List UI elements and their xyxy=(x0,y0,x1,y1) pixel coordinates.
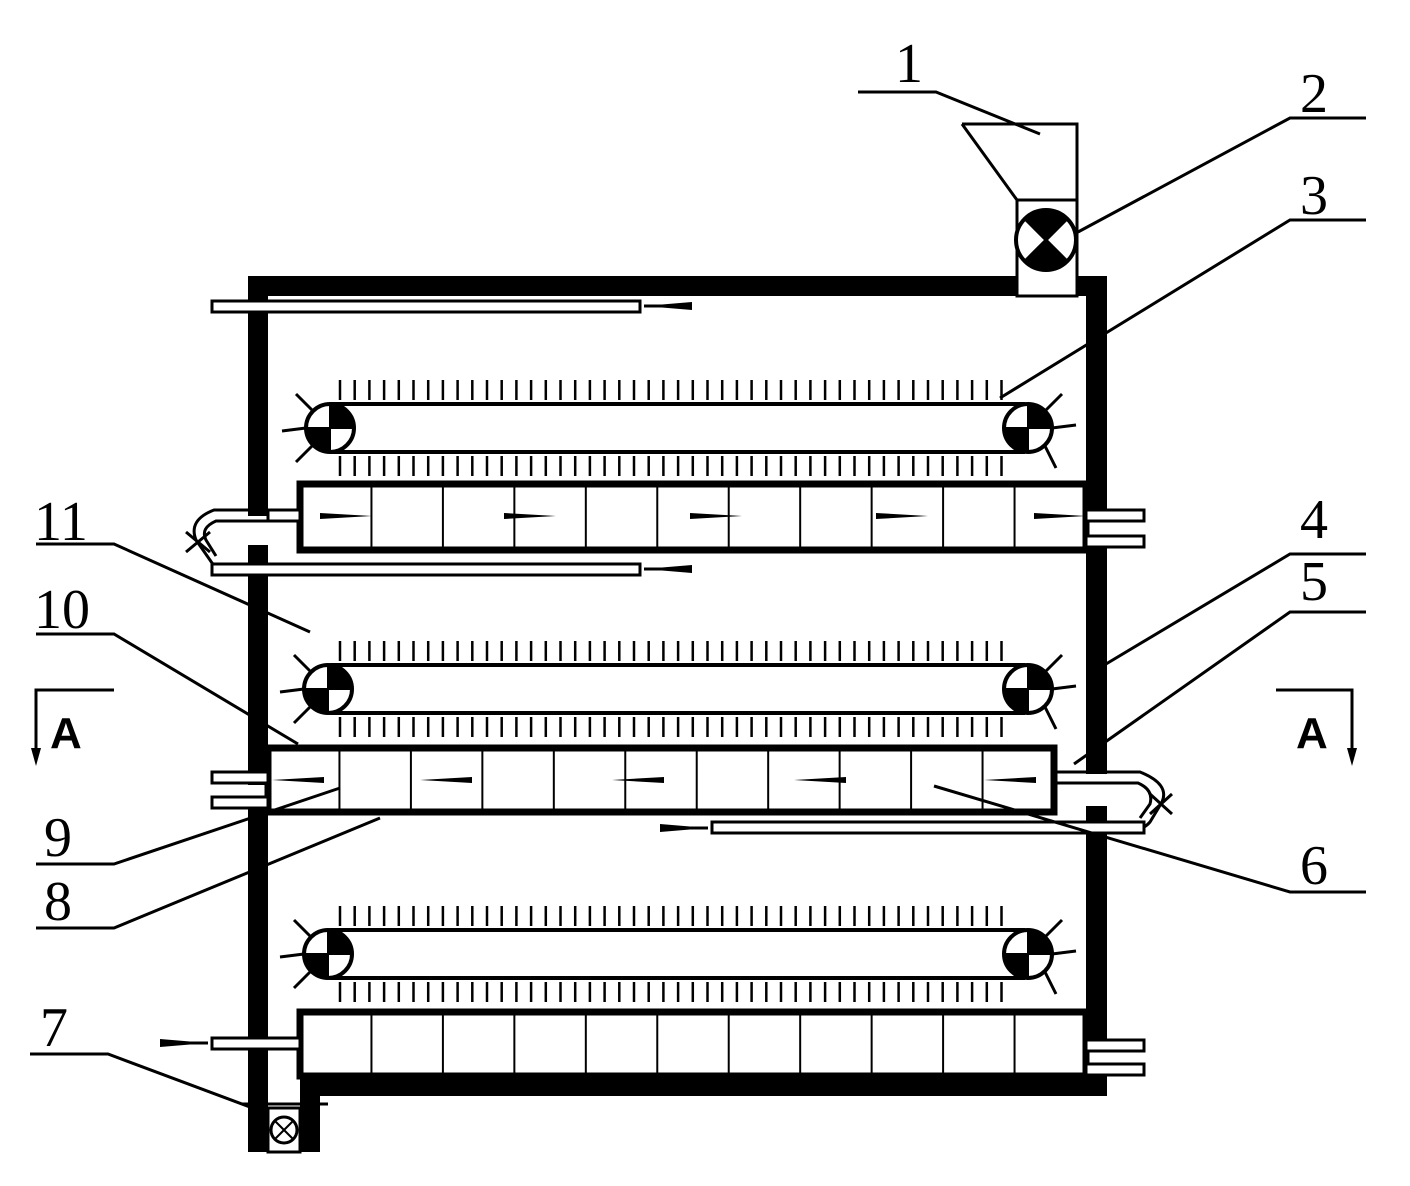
callout-6: 6 xyxy=(1300,835,1328,897)
section-mark-left: A xyxy=(31,688,114,766)
callout-2: 2 xyxy=(1300,63,1328,125)
callout-labels: 1 2 3 4 5 6 7 8 9 10 11 xyxy=(34,33,1328,1059)
callout-10: 10 xyxy=(34,579,90,641)
tray-middle-pipes xyxy=(210,770,1174,835)
drying-tray-middle xyxy=(264,744,1058,816)
svg-text:A: A xyxy=(1296,709,1328,758)
discharge-valve xyxy=(242,1102,328,1154)
drying-tray-top xyxy=(296,480,1090,554)
callout-1: 1 xyxy=(895,33,923,95)
drying-tray-bottom xyxy=(296,1008,1090,1080)
svg-text:A: A xyxy=(50,709,82,758)
tray-bottom-pipes xyxy=(160,1036,1146,1077)
outer-casing xyxy=(248,276,1107,1152)
conveyor-belt-middle xyxy=(278,641,1078,737)
top-air-pipe xyxy=(210,299,692,314)
callout-4: 4 xyxy=(1300,489,1328,551)
callout-8: 8 xyxy=(44,871,72,933)
callout-7: 7 xyxy=(40,997,68,1059)
conveyor-belt-top xyxy=(280,380,1078,476)
feed-hopper xyxy=(960,122,1079,298)
tray-top-pipes xyxy=(185,508,1146,577)
section-mark-right: A xyxy=(1276,688,1357,766)
callout-9: 9 xyxy=(44,807,72,869)
feed-valve xyxy=(1014,208,1078,272)
callout-5: 5 xyxy=(1300,551,1328,613)
callout-3: 3 xyxy=(1300,165,1328,227)
conveyor-belt-bottom xyxy=(278,906,1078,1002)
callout-11: 11 xyxy=(34,491,88,553)
leader-lines xyxy=(30,90,1366,1112)
